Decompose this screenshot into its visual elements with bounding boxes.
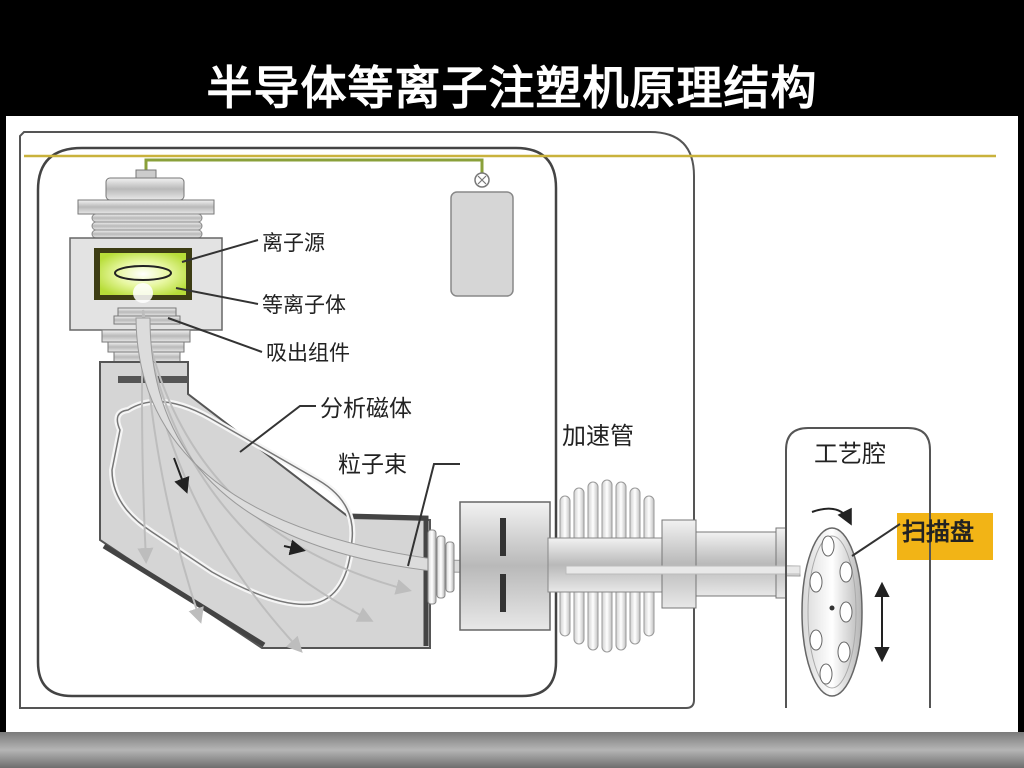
label-process-chamber: 工艺腔 bbox=[814, 440, 886, 468]
source-cap bbox=[105, 177, 185, 201]
particle-beam bbox=[135, 317, 801, 577]
label-plasma: 等离子体 bbox=[262, 293, 346, 317]
label-extraction: 吸出组件 bbox=[266, 341, 350, 365]
outer-housing bbox=[19, 131, 695, 709]
inner-housing bbox=[36, 146, 558, 698]
label-accelerator: 加速管 bbox=[562, 422, 634, 450]
rotation-arrow bbox=[811, 507, 852, 526]
scan-disk-highlight bbox=[897, 513, 993, 560]
power-supply bbox=[450, 191, 514, 297]
top-band bbox=[0, 0, 1024, 118]
source-power-line bbox=[144, 158, 484, 176]
label-analyzer-magnet: 分析磁体 bbox=[320, 396, 412, 422]
source-bellows bbox=[91, 213, 203, 239]
filament bbox=[114, 265, 172, 281]
leader-lines bbox=[167, 239, 901, 567]
scan-disk bbox=[801, 527, 863, 697]
label-particle-beam: 粒子束 bbox=[338, 452, 407, 478]
process-chamber bbox=[785, 427, 931, 708]
label-ion-source: 离子源 bbox=[262, 231, 325, 255]
drift-tube-flange bbox=[661, 519, 697, 609]
scan-arrow bbox=[874, 581, 890, 663]
page-title: 半导体等离子注塑机原理结构 bbox=[206, 61, 818, 115]
label-scan-disk: 扫描盘 bbox=[902, 518, 974, 546]
beam-coupling bbox=[427, 529, 455, 605]
drift-tube bbox=[695, 531, 777, 597]
bottom-band bbox=[0, 732, 1024, 768]
